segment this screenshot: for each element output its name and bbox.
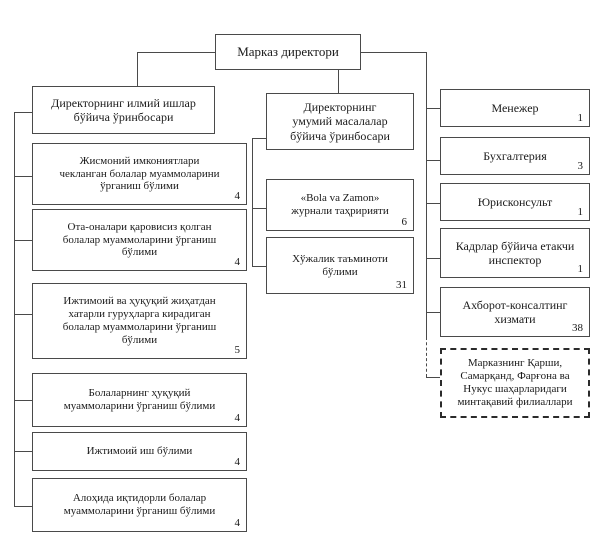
dept-social-work[interactable]: Ижтимоий иш бўлими 4 bbox=[32, 432, 247, 471]
deputy-general[interactable]: Директорнинг умумий масалалар бўйича ўри… bbox=[266, 93, 414, 150]
regional-branches-label: Марказнинг Қарши, Самарқанд, Фарғона ва … bbox=[457, 357, 573, 408]
staff-accounting-count: 3 bbox=[577, 160, 584, 173]
connector-staff-1 bbox=[426, 108, 440, 109]
root-director-label: Марказ директори bbox=[237, 44, 339, 60]
dept-risk-group-children-label: Ижтимоий ва ҳуқуқий жиҳатдан хатарли гур… bbox=[62, 295, 217, 346]
connector-dept-3 bbox=[14, 314, 32, 315]
dept-disabled-children-count: 4 bbox=[234, 190, 241, 203]
connector-dept-5 bbox=[14, 451, 32, 452]
connector-general-dept-1 bbox=[252, 208, 266, 209]
connector-staff-spine-dashed bbox=[426, 337, 427, 377]
staff-hr-lead-inspector-label: Кадрлар бўйича етакчи инспектор bbox=[455, 238, 575, 267]
connector-staff-3 bbox=[426, 203, 440, 204]
connector-scientific-spine-top bbox=[14, 112, 32, 113]
connector-staff-spine bbox=[426, 52, 427, 337]
connector-root-to-deputy-general bbox=[338, 69, 339, 93]
dept-social-work-label: Ижтимоий иш бўлими bbox=[86, 445, 193, 458]
connector-dept-6 bbox=[14, 506, 32, 507]
staff-accounting-label: Бухгалтерия bbox=[483, 148, 547, 163]
staff-hr-lead-inspector[interactable]: Кадрлар бўйича етакчи инспектор 1 bbox=[440, 228, 590, 278]
dept-children-legal-problems-count: 4 bbox=[234, 412, 241, 425]
dept-children-legal-problems[interactable]: Болаларнинг ҳуқуқий муаммоларини ўрганиш… bbox=[32, 373, 247, 427]
connector-root-left-horizontal bbox=[137, 52, 215, 53]
dept-children-legal-problems-label: Болаларнинг ҳуқуқий муаммоларини ўрганиш… bbox=[63, 387, 216, 412]
dept-risk-group-children[interactable]: Ижтимоий ва ҳуқуқий жиҳатдан хатарли гур… bbox=[32, 283, 247, 359]
connector-dept-2 bbox=[14, 240, 32, 241]
dept-risk-group-children-count: 5 bbox=[234, 344, 241, 357]
dept-economic-supply-count: 31 bbox=[396, 279, 407, 292]
connector-staff-2 bbox=[426, 160, 440, 161]
dept-bola-va-zamon-journal-label: «Bola va Zamon» журнали таҳририяти bbox=[291, 192, 389, 217]
dept-bola-va-zamon-journal-count: 6 bbox=[401, 216, 408, 229]
connector-staff-5 bbox=[426, 312, 440, 313]
staff-manager[interactable]: Менежер 1 bbox=[440, 89, 590, 127]
dept-gifted-children[interactable]: Алоҳида иқтидорли болалар муаммоларини ў… bbox=[32, 478, 247, 532]
connector-dept-1 bbox=[14, 176, 32, 177]
staff-manager-count: 1 bbox=[577, 112, 584, 125]
connector-general-spine bbox=[252, 138, 253, 266]
root-director[interactable]: Марказ директори bbox=[215, 34, 361, 70]
dept-disabled-children[interactable]: Жисмоний имкониятлари чекланган болалар … bbox=[32, 143, 247, 205]
connector-scientific-spine bbox=[14, 112, 15, 506]
staff-information-consulting-count: 38 bbox=[572, 322, 583, 335]
dept-orphaned-children-count: 4 bbox=[234, 256, 241, 269]
connector-root-right-horizontal bbox=[361, 52, 426, 53]
dept-orphaned-children[interactable]: Ота-оналари қаровисиз қолган болалар муа… bbox=[32, 209, 247, 271]
connector-general-dept-2 bbox=[252, 266, 266, 267]
dept-gifted-children-count: 4 bbox=[234, 517, 241, 530]
regional-branches[interactable]: Марказнинг Қарши, Самарқанд, Фарғона ва … bbox=[440, 348, 590, 418]
dept-gifted-children-label: Алоҳида иқтидорли болалар муаммоларини ў… bbox=[63, 492, 216, 517]
dept-economic-supply-label: Хўжалик таъминоти бўлими bbox=[292, 252, 388, 278]
staff-legal-counsel-label: Юрисконсульт bbox=[477, 194, 553, 209]
deputy-scientific-label: Директорнинг илмий ишлар бўйича ўринбоса… bbox=[51, 95, 196, 124]
staff-accounting[interactable]: Бухгалтерия 3 bbox=[440, 137, 590, 175]
staff-information-consulting[interactable]: Ахборот-консалтинг хизмати 38 bbox=[440, 287, 590, 337]
staff-legal-counsel-count: 1 bbox=[577, 206, 584, 219]
staff-manager-label: Менежер bbox=[491, 100, 539, 115]
connector-branches bbox=[426, 377, 440, 378]
deputy-scientific[interactable]: Директорнинг илмий ишлар бўйича ўринбоса… bbox=[32, 86, 215, 134]
staff-legal-counsel[interactable]: Юрисконсульт 1 bbox=[440, 183, 590, 221]
staff-information-consulting-label: Ахборот-консалтинг хизмати bbox=[462, 297, 568, 326]
dept-economic-supply[interactable]: Хўжалик таъминоти бўлими 31 bbox=[266, 237, 414, 294]
connector-root-left-vertical bbox=[137, 52, 138, 106]
connector-dept-4 bbox=[14, 400, 32, 401]
deputy-general-label: Директорнинг умумий масалалар бўйича ўри… bbox=[290, 100, 390, 143]
dept-orphaned-children-label: Ота-оналари қаровисиз қолган болалар муа… bbox=[62, 220, 217, 259]
connector-staff-4 bbox=[426, 258, 440, 259]
dept-bola-va-zamon-journal[interactable]: «Bola va Zamon» журнали таҳририяти 6 bbox=[266, 179, 414, 231]
connector-general-spine-top bbox=[252, 138, 266, 139]
staff-hr-lead-inspector-count: 1 bbox=[577, 263, 584, 276]
dept-disabled-children-label: Жисмоний имкониятлари чекланган болалар … bbox=[59, 154, 220, 193]
dept-social-work-count: 4 bbox=[234, 456, 241, 469]
